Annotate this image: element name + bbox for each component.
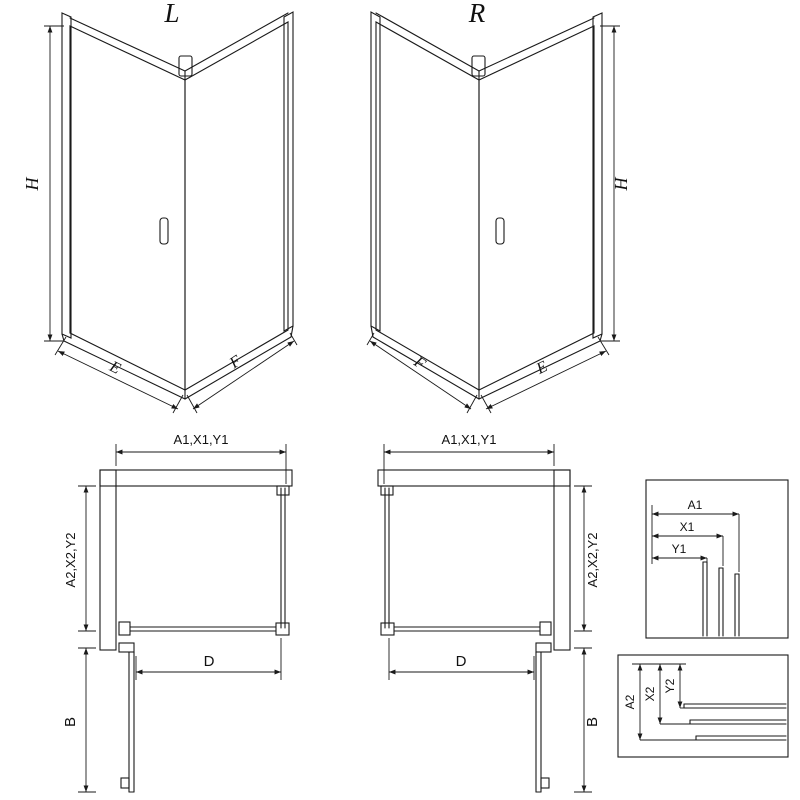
- plan-left-door-label: B: [62, 717, 79, 727]
- detail-box-bottom: A2 X2 Y2: [617, 654, 789, 758]
- iso-left-height-label: H: [22, 177, 42, 192]
- plan-left-geometry: [78, 444, 292, 792]
- iso-right-variant-label: R: [468, 0, 486, 28]
- iso-view-left: L H E F: [22, 0, 297, 413]
- detail-y1-label: Y1: [672, 542, 687, 556]
- detail-y2-label: Y2: [663, 678, 677, 693]
- plan-right-passage-label: D: [456, 653, 467, 670]
- detail-top-frame: [645, 479, 789, 639]
- plan-right-width-label: A1,X1,Y1: [442, 432, 497, 447]
- detail-x1-label: X1: [680, 520, 695, 534]
- plan-right-geometry: [378, 444, 592, 792]
- iso-view-right: R H F E: [367, 0, 631, 413]
- plan-right-depth-label: A2,X2,Y2: [585, 533, 600, 588]
- detail-x2-label: X2: [643, 686, 657, 701]
- plan-view-left: A1,X1,Y1 A2,X2,Y2 D B: [62, 432, 292, 792]
- iso-left-panel-width-label: F: [226, 352, 245, 372]
- plan-right-door-label: B: [584, 717, 601, 727]
- plan-left-width-label: A1,X1,Y1: [174, 432, 229, 447]
- plan-left-passage-label: D: [204, 653, 215, 670]
- detail-a2-label: A2: [623, 694, 637, 709]
- detail-a1-label: A1: [688, 498, 703, 512]
- iso-right-door-width-label: E: [533, 358, 550, 378]
- plan-left-depth-label: A2,X2,Y2: [63, 533, 78, 588]
- iso-right-height-label: H: [611, 177, 631, 192]
- iso-left-geometry: [44, 12, 297, 413]
- plan-view-right: A1,X1,Y1 A2,X2,Y2 D B: [378, 432, 601, 792]
- detail-box-top: A1 X1 Y1: [645, 479, 789, 639]
- iso-left-variant-label: L: [163, 0, 179, 28]
- detail-bottom-frame: [617, 654, 789, 758]
- iso-right-geometry: [367, 12, 620, 413]
